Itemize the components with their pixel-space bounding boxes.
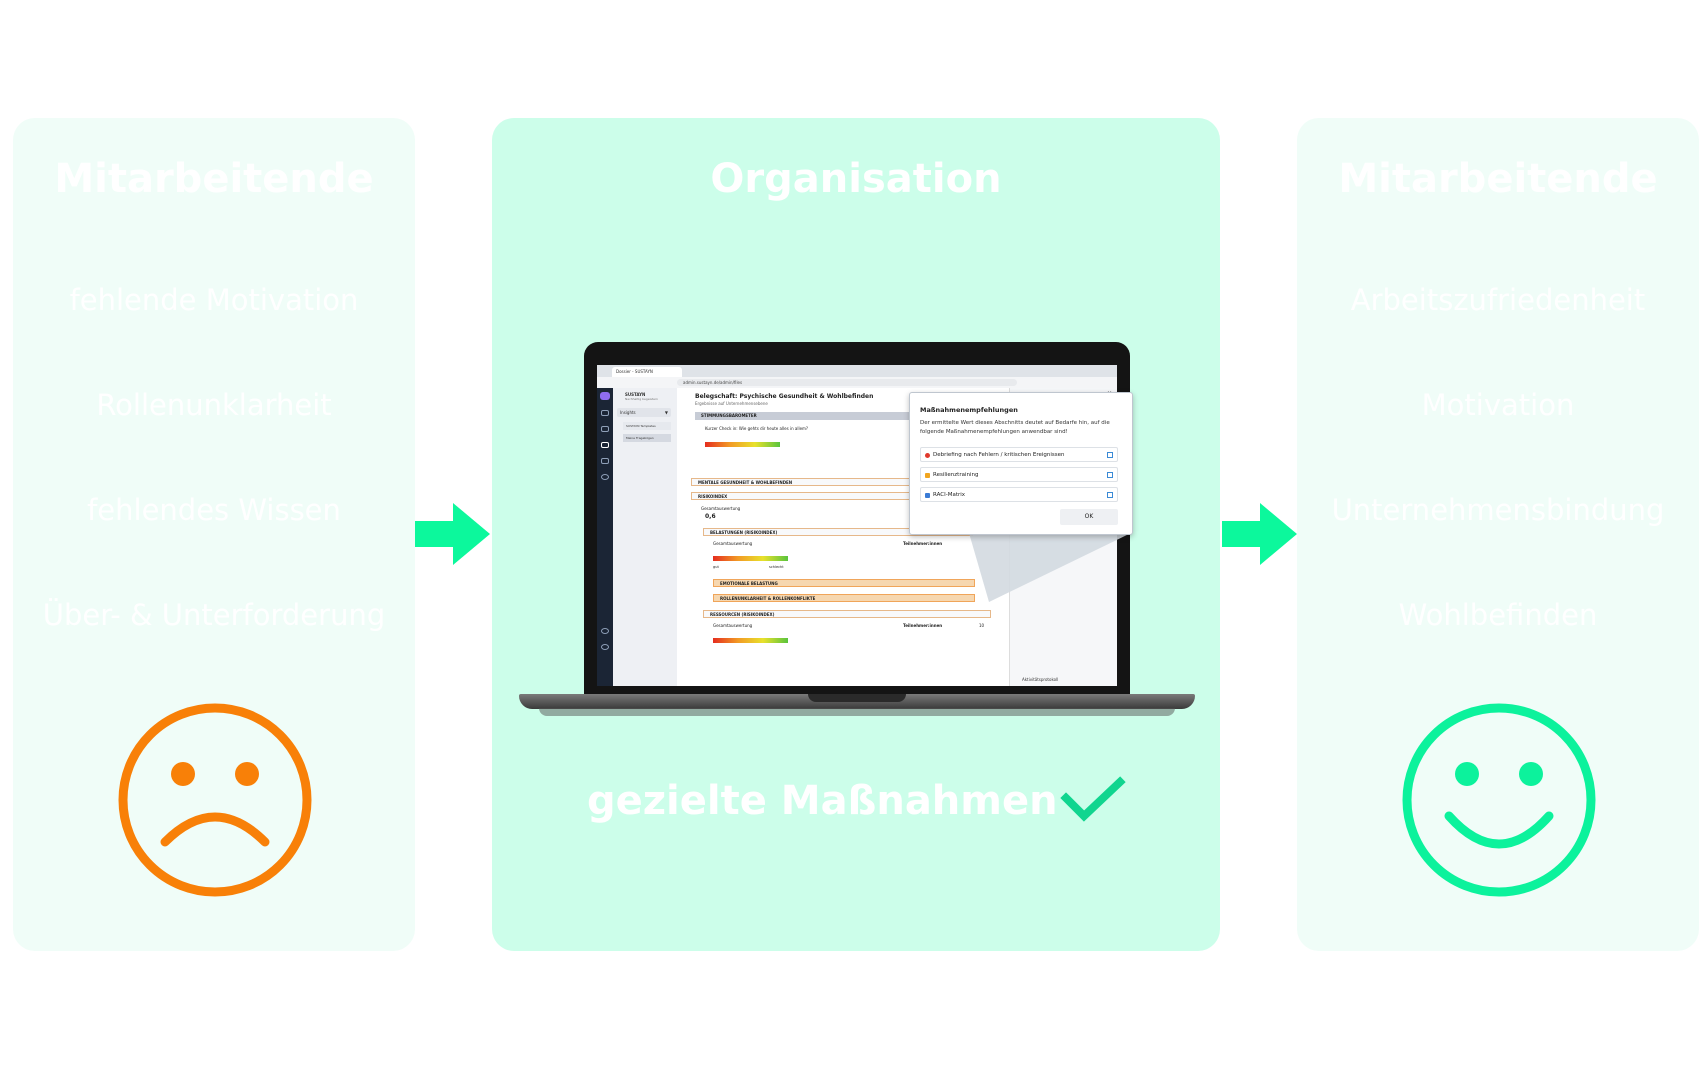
gut-label: gut xyxy=(713,565,719,569)
section-rollen[interactable]: ROLLENUNKLARHEIT & ROLLENKONFLIKTE xyxy=(713,594,975,602)
stimmung-question: Kurzer Check in: Wie gehts dir heute all… xyxy=(705,426,809,431)
left-panel-title: Mitarbeitende xyxy=(54,156,374,202)
chevron-down-icon: ▼ xyxy=(664,410,668,415)
laptop-notch xyxy=(808,694,906,702)
section-emotional[interactable]: EMOTIONALE BELASTUNG xyxy=(713,579,975,587)
app-sidebar: SUSTAYN Nachhaltig begeistern Insights ▼… xyxy=(613,388,677,686)
left-item-3: fehlendes Wissen xyxy=(87,493,341,527)
strength-icon xyxy=(925,473,930,478)
right-item-4: Wohlbefinden xyxy=(1398,598,1598,632)
browser-tabbar: Dossier - SUSTAYN xyxy=(597,365,1117,377)
browser-urlbar: admin.sustayn.de/admin/files xyxy=(597,377,1117,388)
bell-icon[interactable] xyxy=(601,628,609,634)
app-nav-rail xyxy=(597,388,613,686)
brand-name: SUSTAYN xyxy=(625,392,646,397)
external-link-icon[interactable] xyxy=(1107,472,1113,478)
left-item-4: Über- & Unterforderung xyxy=(42,598,386,632)
external-link-icon[interactable] xyxy=(1107,452,1113,458)
section-stimmung[interactable]: STIMMUNGSBAROMETER xyxy=(695,412,935,420)
schlecht-label: schlecht xyxy=(769,565,784,569)
teilnehmer-label-2: Teilnehmer:innen xyxy=(903,623,943,628)
popup-title: Maßnahmenempfehlungen xyxy=(920,406,1018,414)
belastungen-gradient xyxy=(713,556,788,561)
arrow-right-icon xyxy=(1222,503,1297,565)
checkmark-icon xyxy=(1060,776,1126,822)
ok-button[interactable]: OK xyxy=(1060,509,1118,525)
folder-icon[interactable] xyxy=(601,442,609,448)
help-icon[interactable] xyxy=(601,474,609,480)
teilnehmer-count: 10 xyxy=(979,623,985,628)
popup-item-resilienz[interactable]: Resilienztraining xyxy=(920,467,1118,482)
chart-icon[interactable] xyxy=(601,458,609,464)
left-item-1: fehlende Motivation xyxy=(69,283,359,317)
gesamt-label-2: Gesamtauswertung xyxy=(713,541,753,546)
left-panel: Mitarbeitende fehlende Motivation Rollen… xyxy=(13,118,415,951)
gesamt-value: 0,6 xyxy=(705,513,716,520)
popup-item-label: Debriefing nach Fehlern / kritischen Ere… xyxy=(933,452,1065,458)
page-title: Belegschaft: Psychische Gesundheit & Woh… xyxy=(695,393,874,400)
right-panel-title: Mitarbeitende xyxy=(1338,156,1658,202)
url-field[interactable]: admin.sustayn.de/admin/files xyxy=(677,379,1017,386)
page-subtitle: Ergebnisse auf Unternehmensebene xyxy=(695,401,768,406)
popup-item-label: RACI-Matrix xyxy=(933,492,966,498)
cube-icon[interactable] xyxy=(601,410,609,416)
stimmung-gradient xyxy=(705,442,780,447)
gesamt-label-1: Gesamtauswertung xyxy=(701,506,741,511)
right-item-2: Motivation xyxy=(1421,388,1575,422)
activity-log-link[interactable]: Aktivitätsprotokoll xyxy=(1022,677,1059,682)
laptop-mockup: Dossier - SUSTAYN admin.sustayn.de/admin… xyxy=(519,342,1195,732)
sidebar-item-questionnaires[interactable]: Meine Fragebögen xyxy=(623,434,671,442)
sidebar-item-templates[interactable]: SUSTAYN Templates xyxy=(623,422,671,430)
teilnehmer-label: Teilnehmer:innen xyxy=(903,541,943,546)
recommendations-popup: Maßnahmenempfehlungen Der ermittelte Wer… xyxy=(909,392,1133,535)
popup-pointer xyxy=(969,533,1131,602)
right-item-1: Arbeitszufriedenheit xyxy=(1350,283,1646,317)
alert-icon xyxy=(925,453,930,458)
document-icon xyxy=(925,493,930,498)
users-icon[interactable] xyxy=(601,426,609,432)
popup-text: Der ermittelte Wert dieses Abschnitts de… xyxy=(920,420,1110,435)
gesamt-label-3: Gesamtauswertung xyxy=(713,623,753,628)
middle-panel-title: Organisation xyxy=(710,156,1002,202)
left-item-2: Rollenunklarheit xyxy=(96,388,332,422)
happy-face-icon xyxy=(1402,703,1596,897)
middle-caption: gezielte Maßnahmen xyxy=(587,778,1058,824)
logo-icon xyxy=(600,392,610,400)
ressourcen-gradient xyxy=(713,638,788,643)
account-icon[interactable] xyxy=(601,644,609,650)
popup-item-raci[interactable]: RACI-Matrix xyxy=(920,487,1118,502)
brand-sub: Nachhaltig begeistern xyxy=(625,397,659,401)
browser-tab[interactable]: Dossier - SUSTAYN xyxy=(612,367,682,377)
insights-label: Insights xyxy=(620,410,636,415)
sad-face-icon xyxy=(118,703,312,897)
laptop-foot xyxy=(539,708,1175,716)
popup-item-label: Resilienztraining xyxy=(933,472,979,478)
insights-dropdown[interactable]: Insights ▼ xyxy=(617,408,671,417)
arrow-right-icon xyxy=(415,503,490,565)
section-ressourcen[interactable]: RESSOURCEN (RISIKOINDEX) xyxy=(703,610,991,618)
external-link-icon[interactable] xyxy=(1107,492,1113,498)
right-panel: Mitarbeitende Arbeitszufriedenheit Motiv… xyxy=(1297,118,1699,951)
popup-item-debriefing[interactable]: Debriefing nach Fehlern / kritischen Ere… xyxy=(920,447,1118,462)
right-item-3: Unternehmensbindung xyxy=(1331,493,1665,527)
